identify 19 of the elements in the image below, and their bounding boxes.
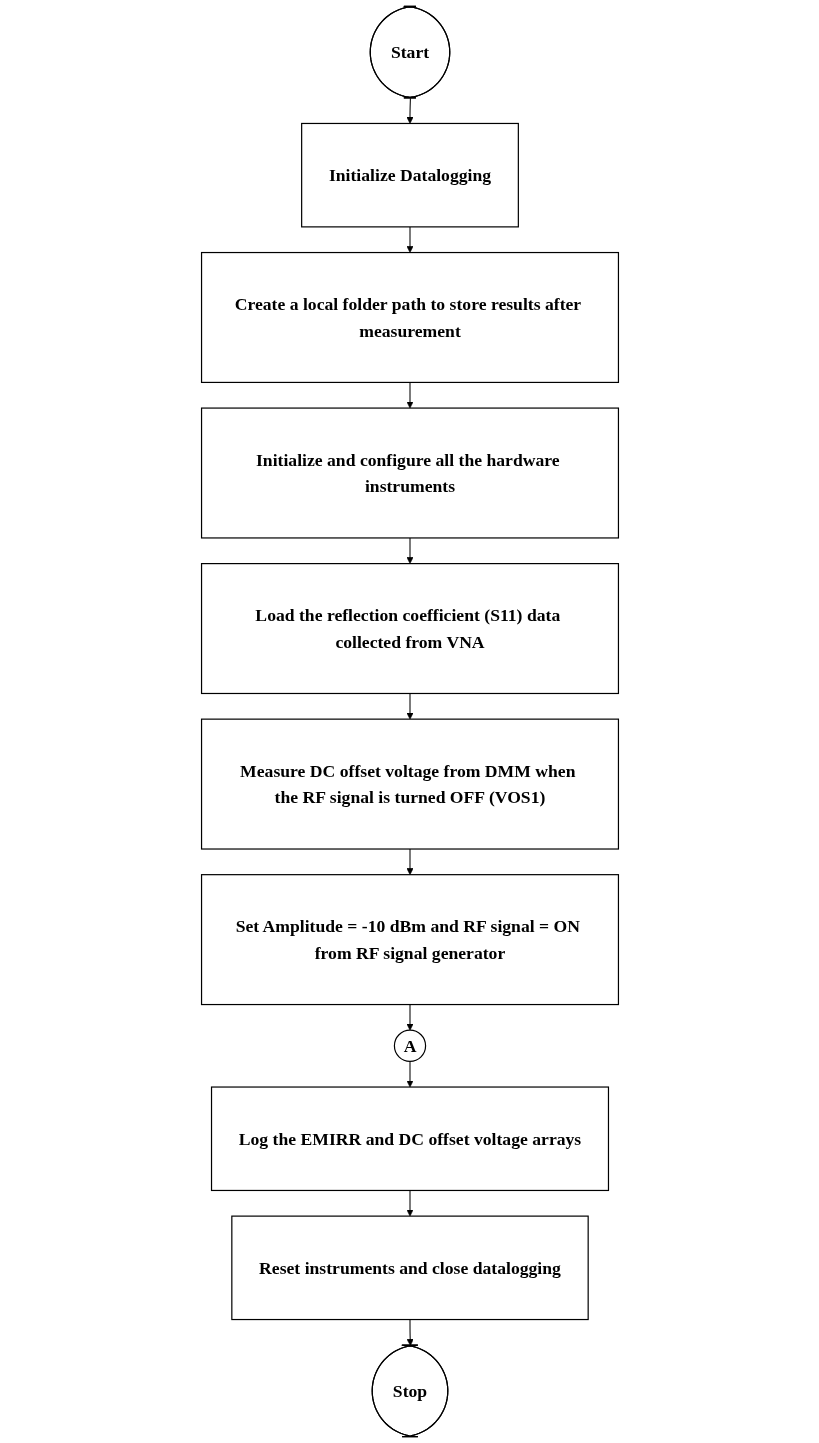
arrow (406, 1319, 414, 1346)
arrow (405, 692, 414, 720)
node-box: Initialize Datalogging (300, 122, 519, 228)
node-box: Log the EMIRR and DC offset voltage arrays (210, 1086, 609, 1192)
node-box: Create a local folder path to store results after measurement (200, 251, 619, 384)
node-box: Initialize and configure all the hardware instruments (200, 407, 619, 539)
arrow (405, 97, 414, 124)
node-box: Set Amplitude = -10 dBm and RF signal = ON from RF signal generator (200, 874, 619, 1006)
node-box: Reset instruments and close datalogging (230, 1215, 589, 1321)
arrow (405, 226, 414, 253)
arrow (405, 1189, 414, 1217)
arrow (405, 381, 414, 409)
node-box: Load the reflection coefficient (S11) data collected from VNA (200, 563, 619, 695)
arrow (405, 1060, 414, 1088)
arrow (405, 537, 414, 564)
node-box: Measure DC offset voltage from DMM when the RF signal is turned OFF (VOS1) (200, 718, 619, 850)
arrow (405, 848, 414, 875)
arrow (405, 1004, 414, 1031)
node-circle: A (393, 1029, 426, 1062)
